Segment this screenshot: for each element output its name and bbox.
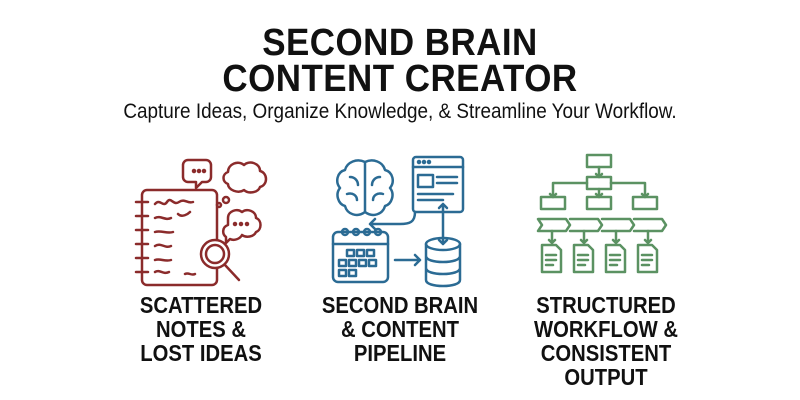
browser-window-icon bbox=[411, 155, 465, 214]
brain-icon bbox=[336, 159, 394, 217]
database-icon bbox=[424, 236, 462, 288]
magnifier bbox=[199, 238, 241, 282]
chevron-pipeline bbox=[536, 217, 668, 233]
workflow-tree-icon bbox=[536, 153, 668, 274]
label-structured-workflow: STRUCTURED WORKFLOW & CONSISTENT OUTPUT bbox=[500, 293, 711, 389]
label-line: LOST IDEAS bbox=[140, 340, 262, 366]
label-scattered-notes: SCATTERED NOTES & LOST IDEAS bbox=[95, 293, 306, 365]
document-icons bbox=[540, 229, 659, 274]
notebook-magnifier-icon bbox=[134, 158, 268, 287]
label-line: PIPELINE bbox=[353, 340, 447, 366]
label-second-brain-pipeline: SECOND BRAIN & CONTENT PIPELINE bbox=[294, 293, 505, 365]
label-line: STRUCTURED bbox=[536, 292, 676, 318]
label-line: WORKFLOW & bbox=[534, 316, 678, 342]
label-line: SCATTERED bbox=[139, 292, 263, 318]
label-line: NOTES & bbox=[156, 316, 246, 342]
brain-pipeline-icon bbox=[331, 155, 465, 288]
subtitle: Capture Ideas, Organize Knowledge, & Str… bbox=[123, 100, 677, 123]
title-line-1: SECOND BRAIN bbox=[262, 22, 538, 64]
label-line: & CONTENT bbox=[340, 316, 460, 342]
title-line-2: CONTENT CREATOR bbox=[222, 58, 578, 100]
label-line: SECOND BRAIN bbox=[321, 292, 479, 318]
spiral-rings bbox=[134, 200, 150, 274]
label-line: CONSISTENT OUTPUT bbox=[540, 340, 672, 390]
calendar-icon bbox=[331, 227, 390, 284]
